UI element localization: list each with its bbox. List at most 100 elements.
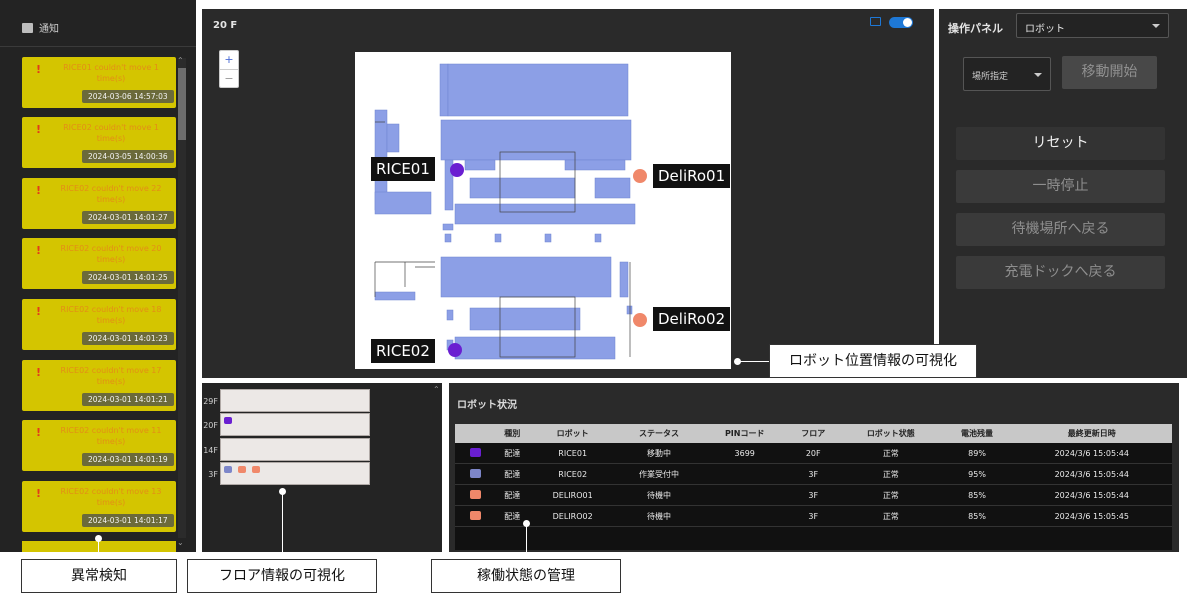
pause-button[interactable]: 一時停止 [956, 170, 1165, 203]
callout-robot-position: ロボット位置情報の可視化 [769, 344, 977, 378]
notification-card-partial[interactable] [22, 541, 176, 552]
robot-select[interactable]: ロボット [1016, 13, 1169, 38]
reset-button[interactable]: リセット [956, 127, 1165, 160]
zoom-out-button[interactable]: − [220, 69, 238, 88]
column-header: ロボット状態 [839, 424, 943, 443]
pin-cell [702, 505, 788, 527]
floor-row[interactable] [220, 413, 370, 436]
scrollbar-track[interactable] [178, 58, 186, 538]
state-cell: 正常 [839, 484, 943, 506]
notification-card[interactable]: ! RICE02 couldn't move 17 time(s) 2024-0… [22, 360, 176, 411]
notification-card[interactable]: ! RICE02 couldn't move 22 time(s) 2024-0… [22, 178, 176, 229]
table-row[interactable]: 配達 RICE01 移動中 3699 20F 正常 89% 2024/3/6 1… [455, 443, 1172, 464]
start-move-button[interactable]: 移動開始 [1062, 56, 1157, 89]
robot-icon [469, 447, 481, 457]
return-charge-button[interactable]: 充電ドックへ戻る [956, 256, 1165, 289]
callout-operation: 稼働状態の管理 [431, 559, 621, 593]
zoom-in-button[interactable]: + [224, 53, 234, 66]
notification-message: RICE02 couldn't move 13 time(s) [60, 487, 162, 507]
place-select[interactable]: 場所指定 [963, 57, 1051, 91]
column-header: フロア [787, 424, 840, 443]
callout-pin [734, 358, 741, 365]
notification-card[interactable]: ! RICE02 couldn't move 11 time(s) 2024-0… [22, 420, 176, 471]
notification-card[interactable]: ! RICE02 couldn't move 18 time(s) 2024-0… [22, 299, 176, 350]
table-row[interactable]: 配達 DELIRO01 待機中 3F 正常 85% 2024/3/6 15:05… [455, 484, 1172, 506]
header-icon-col [455, 424, 495, 443]
control-panel-title: 操作パネル [948, 22, 1003, 35]
status-cell: 待機中 [615, 505, 703, 527]
notification-time: 2024-03-01 14:01:21 [82, 393, 174, 406]
notification-card[interactable]: ! RICE02 couldn't move 1 time(s) 2024-03… [22, 117, 176, 168]
floor-plan-drawing [374, 63, 636, 360]
robot-marker[interactable] [448, 343, 462, 357]
robot-marker[interactable] [633, 169, 647, 183]
notification-time: 2024-03-06 14:57:03 [82, 90, 174, 103]
callout-leader [98, 540, 99, 559]
callout-leader [282, 493, 283, 559]
robot-cell: DELIRO01 [529, 484, 616, 506]
callout-pin [523, 520, 530, 527]
status-cell: 移動中 [615, 443, 703, 464]
notification-message: RICE02 couldn't move 18 time(s) [60, 305, 162, 325]
callout-pin [95, 535, 102, 542]
chevron-down-icon [1034, 73, 1042, 77]
scroll-up-icon[interactable]: ⌃ [177, 56, 184, 65]
robot-icon-cell [455, 463, 495, 485]
notification-message: RICE02 couldn't move 20 time(s) [60, 244, 162, 264]
robot-icon [252, 466, 260, 473]
floor-row[interactable] [220, 462, 370, 485]
state-cell: 正常 [839, 463, 943, 485]
table-row[interactable]: 配達 DELIRO02 待機中 3F 正常 85% 2024/3/6 15:05… [455, 505, 1172, 527]
notification-time: 2024-03-01 14:01:23 [82, 332, 174, 345]
updated-cell: 2024/3/6 15:05:44 [1011, 484, 1172, 506]
warning-icon: ! [36, 244, 42, 257]
table-row[interactable]: 配達 RICE02 作業受付中 3F 正常 95% 2024/3/6 15:05… [455, 463, 1172, 485]
floor-label: 29F [203, 397, 218, 406]
toggle-knob [903, 18, 912, 27]
robot-marker[interactable] [633, 313, 647, 327]
robot-label: RICE02 [371, 339, 435, 363]
robot-icon [469, 468, 481, 478]
robot-icon [238, 466, 246, 473]
battery-cell: 85% [942, 484, 1012, 506]
notification-card[interactable]: ! RICE01 couldn't move 1 time(s) 2024-03… [22, 57, 176, 108]
floor-row[interactable] [220, 389, 370, 412]
comment-icon[interactable] [870, 17, 881, 26]
notification-card[interactable]: ! RICE02 couldn't move 13 time(s) 2024-0… [22, 481, 176, 532]
updated-cell: 2024/3/6 15:05:44 [1011, 443, 1172, 464]
callout-leader [740, 361, 770, 362]
notification-message: RICE02 couldn't move 11 time(s) [60, 426, 162, 446]
return-standby-button[interactable]: 待機場所へ戻る [956, 213, 1165, 246]
battery-cell: 95% [942, 463, 1012, 485]
scrollbar-thumb[interactable] [178, 68, 186, 140]
robot-label: DeliRo02 [653, 307, 731, 331]
status-cell: 作業受付中 [615, 463, 703, 485]
battery-cell: 89% [942, 443, 1012, 464]
toggle-switch[interactable] [889, 17, 913, 28]
floor-row[interactable] [220, 438, 370, 461]
warning-icon: ! [36, 123, 42, 136]
column-header: PINコード [702, 424, 788, 443]
floor-map[interactable] [355, 52, 731, 369]
scroll-down-icon[interactable]: ⌄ [177, 538, 184, 547]
zoom-control: + − [219, 50, 239, 88]
robot-icon-cell [455, 505, 495, 527]
notification-header-label: 通知 [39, 24, 59, 35]
notification-card[interactable]: ! RICE02 couldn't move 20 time(s) 2024-0… [22, 238, 176, 289]
table-header-row: 種別 ロボット ステータス PINコード フロア ロボット状態 電池残量 最終更… [455, 424, 1172, 443]
robot-status-title: ロボット状況 [457, 400, 517, 411]
warning-icon: ! [36, 305, 42, 318]
status-cell: 待機中 [615, 484, 703, 506]
robot-marker[interactable] [450, 163, 464, 177]
type-cell: 配達 [495, 463, 530, 485]
notification-message: RICE01 couldn't move 1 time(s) [63, 63, 159, 83]
collapse-icon[interactable]: ⌃ [433, 385, 440, 394]
floor-cell: 3F [787, 463, 840, 485]
floor-label: 20F [203, 421, 218, 430]
robot-cell: DELIRO02 [529, 505, 616, 527]
column-header: ロボット [529, 424, 616, 443]
floor-cell: 3F [787, 505, 840, 527]
notification-header: 通知 [22, 20, 59, 35]
robot-cell: RICE02 [529, 463, 616, 485]
place-select-value: 場所指定 [972, 72, 1009, 82]
